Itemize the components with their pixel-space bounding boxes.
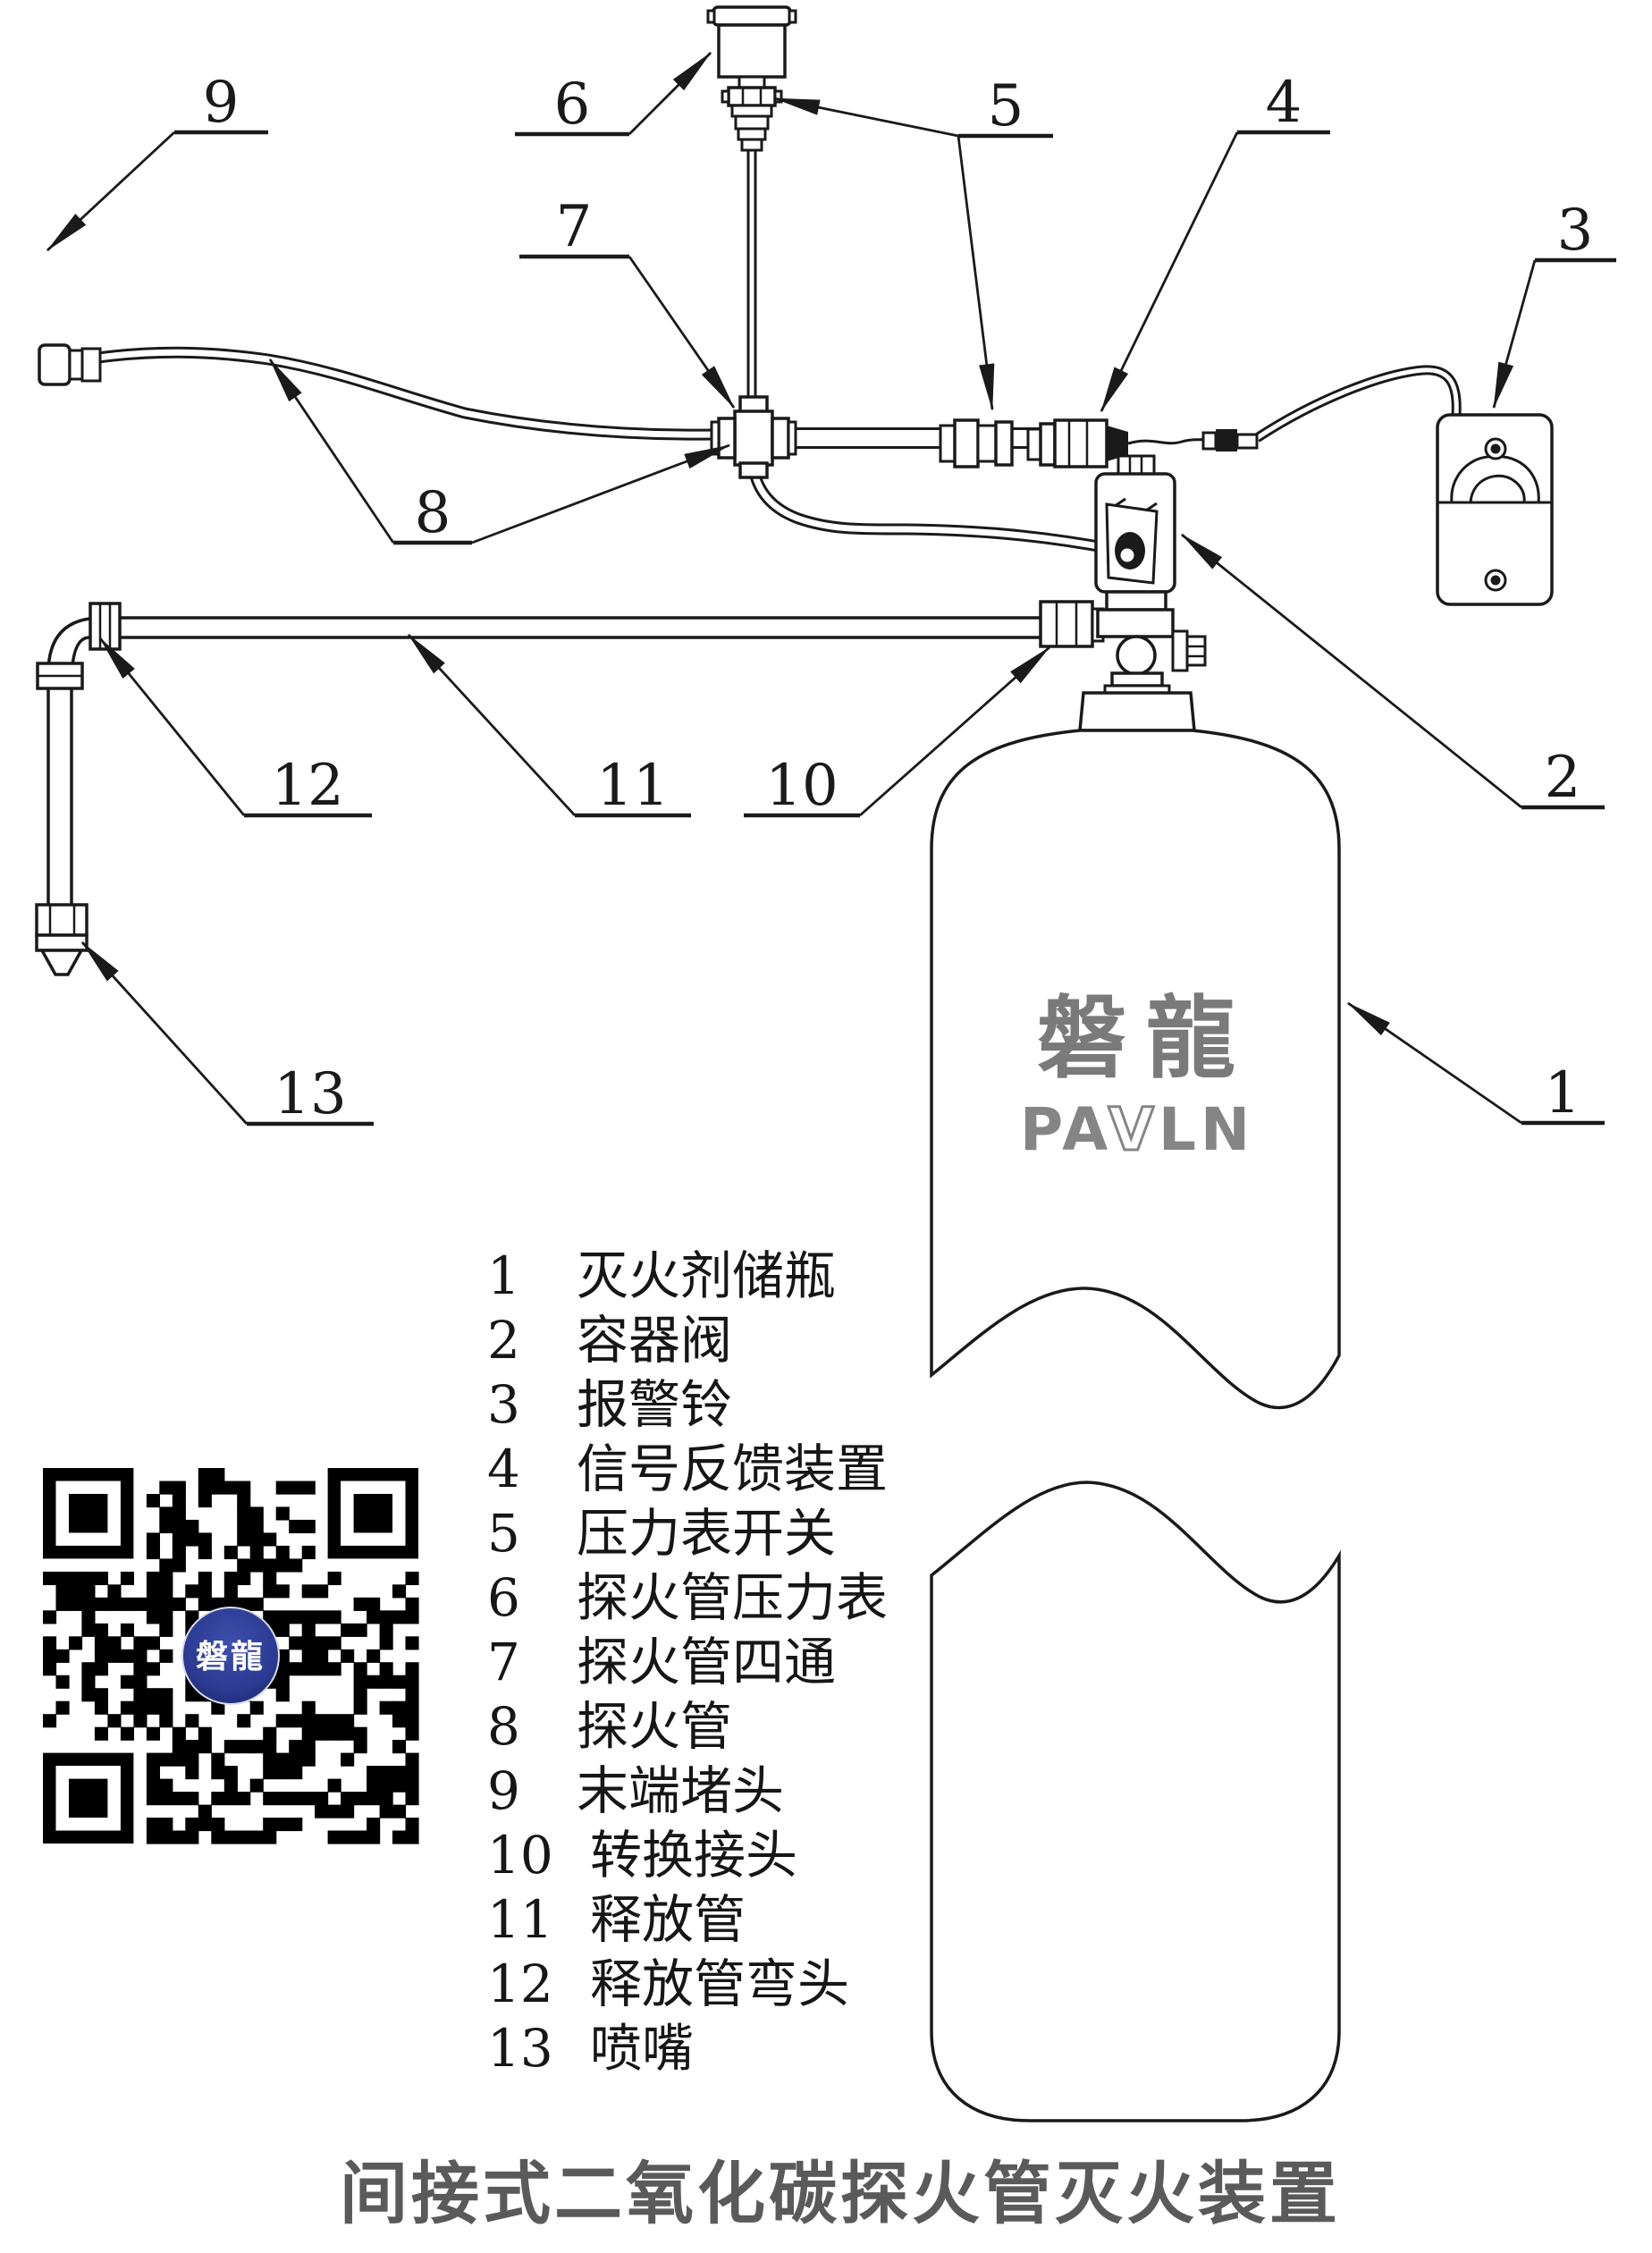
legend-item-name: 释放管弯头 [590,1953,849,2014]
hollow-v-letter: V [1108,1095,1159,1164]
legend-item-name: 转换接头 [590,1825,797,1886]
page-title: 间接式二氧化碳探火管灭火装置 [340,2154,1341,2233]
extinguisher-cylinder: 磐龍 PAVLN [930,691,1341,2122]
legend-item-name: 探火管四通 [577,1632,836,1692]
callout-1-label: 1 [1545,1060,1581,1126]
legend-item-name: 报警铃 [577,1374,732,1435]
callout-4-label: 4 [1266,70,1302,136]
qr-center-label: 磐龍 [196,1638,266,1675]
legend-item-name: 释放管 [590,1889,746,1950]
end-plug [38,343,102,386]
release-pipe [46,616,1041,907]
detection-tube [97,346,716,441]
alarm-bell [1436,413,1554,606]
callout-6-label: 6 [554,72,591,138]
qr-center-badge [181,1607,280,1705]
legend-item-num: 7 [487,1632,520,1692]
legend-item-num: 9 [487,1760,520,1821]
legend-item-num: 2 [487,1310,520,1371]
callout-5-label: 5 [988,73,1024,139]
signal-feedback-device [1026,418,1128,468]
callout-8-label: 8 [415,480,451,546]
brand-latin-logo: PAVLN [1020,1095,1254,1164]
brand-cjk-logo: 磐龍 [1037,985,1255,1091]
parts-legend: 1 灭火剂储瓶 2 容器阀 3 报警铃 4 信号反馈装置 5 压力表开关 6 探… [487,1245,888,2079]
four-way-cross-fitting [710,395,797,479]
callout-10-label: 10 [765,753,838,819]
pressure-gauge-switch-coupler [939,418,1014,468]
tube-cross-to-valve [747,467,1115,555]
legend-item-name: 喷嘴 [590,2018,694,2079]
callout-11-label: 11 [596,753,669,819]
legend-item-num: 13 [487,2018,553,2079]
legend-item-num: 3 [487,1374,520,1435]
legend-item-num: 8 [487,1696,520,1757]
legend-item-num: 5 [487,1503,520,1564]
legend-item-num: 11 [487,1889,553,1950]
callout-13-label: 13 [274,1061,346,1127]
callout-12-label: 12 [271,753,343,819]
callout-numbers: 9 6 5 4 3 7 8 12 11 10 13 2 1 [203,70,1594,1127]
nozzle [35,903,88,976]
qr-code: 磐龍 [36,1461,426,1851]
legend-item-num: 10 [487,1825,553,1886]
legend-item-name: 末端堵头 [577,1760,784,1821]
callout-3-label: 3 [1557,198,1594,264]
container-valve [1094,454,1207,695]
legend-item-name: 灭火剂储瓶 [577,1245,836,1306]
legend-item-num: 6 [487,1567,520,1628]
tube-to-bell [1253,365,1462,443]
legend-item-name: 容器阀 [577,1310,732,1371]
callout-9-label: 9 [203,70,240,136]
legend-item-name: 压力表开关 [577,1503,836,1564]
callout-leaders [46,51,1616,1126]
legend-item-num: 4 [487,1439,520,1499]
detection-tube-pressure-gauge [706,5,797,152]
legend-item-name: 探火管 [577,1696,732,1757]
legend-item-name: 探火管压力表 [577,1567,888,1628]
legend-item-num: 1 [487,1245,520,1306]
callout-7-label: 7 [556,194,593,260]
legend-item-num: 12 [487,1953,553,2014]
inline-tube-fitting [1201,429,1259,451]
thin-connector-line [1127,437,1208,445]
legend-item-name: 信号反馈装置 [577,1439,888,1499]
callout-2-label: 2 [1545,745,1581,811]
